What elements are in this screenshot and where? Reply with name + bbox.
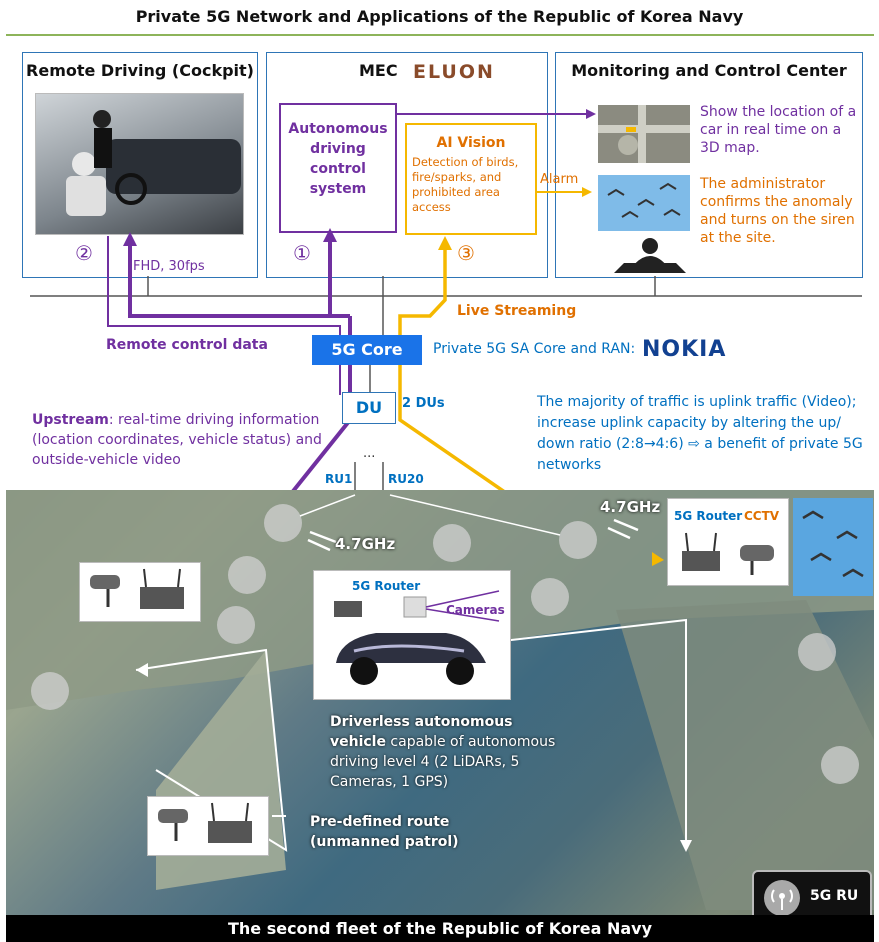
- cctv-birds-illustration: [802, 510, 864, 578]
- top-frame: [6, 34, 874, 492]
- operator-icon: [614, 238, 686, 273]
- upstream-text: : real-time driving information (locatio…: [32, 412, 322, 468]
- router-camera-icon: [90, 568, 184, 609]
- freq-label-1: 4.7GHz: [335, 535, 396, 553]
- 3d-map-illustration: [598, 105, 690, 163]
- ru1-label: RU1: [325, 472, 353, 486]
- ai-vision-title: AI Vision: [436, 135, 506, 151]
- router-camera-icon-bottom: [158, 802, 252, 843]
- ru-legend-icon: [764, 880, 800, 916]
- birds-image: [598, 175, 690, 231]
- uplink-note: The majority of traffic is uplink traffi…: [537, 394, 863, 473]
- 3d-map-image: [598, 105, 690, 163]
- route-label: Pre-defined route (unmanned patrol): [310, 814, 459, 850]
- cctv-label: CCTV: [744, 509, 780, 523]
- route-pointer: [272, 815, 286, 817]
- birds-illustration: [607, 182, 681, 218]
- freq-label-2: 4.7GHz: [600, 498, 661, 516]
- upstream-note: Upstream: real-time driving information …: [32, 410, 332, 470]
- step-1-marker: ①: [293, 241, 311, 265]
- cctv-router-icon: [682, 532, 774, 575]
- mec-box: MEC ELUON Autonomous driving control sys…: [266, 52, 548, 278]
- router-cctv-box: 5G Router CCTV: [667, 498, 789, 586]
- vehicle-desc: Driverless autonomous vehicle capable of…: [330, 712, 570, 792]
- monitoring-title: Monitoring and Control Center: [571, 61, 847, 80]
- vehicle-box: 5G Router Cameras: [313, 570, 511, 700]
- du-ellipsis: ...: [363, 446, 376, 461]
- ru-icon: [31, 504, 859, 784]
- router-box-bottom: [147, 796, 269, 856]
- vehicle-router-label: 5G Router: [352, 579, 421, 593]
- remote-driving-title: Remote Driving (Cockpit): [26, 61, 254, 80]
- mec-title: MEC: [359, 61, 398, 80]
- ai-vision-box: AI Vision Detection of birds, fire/spark…: [405, 123, 537, 235]
- monitoring-item-1: Show the location of a car in real time …: [700, 104, 857, 156]
- ru20-label: RU20: [388, 472, 424, 486]
- remote-control-label: Remote control data: [106, 337, 268, 353]
- page-title: Private 5G Network and Applications of t…: [135, 7, 744, 26]
- legend-label: 5G RU: [810, 888, 859, 904]
- upstream-bold: Upstream: [32, 412, 109, 428]
- eluon-logo: ELUON: [413, 61, 495, 83]
- du-count: 2 DUs: [402, 396, 445, 411]
- 5g-core-box: 5G Core: [312, 335, 422, 365]
- vehicle-bold: Driverless autonomous vehicle: [330, 714, 513, 750]
- autonomous-control-box: Autonomous driving control system: [279, 103, 397, 233]
- core-desc: Private 5G SA Core and RAN:: [433, 341, 636, 357]
- ai-vision-desc: Detection of birds, fire/sparks, and pro…: [412, 155, 519, 214]
- step-2-marker: ②: [75, 241, 93, 265]
- cctv-birds-image: [793, 498, 873, 596]
- step-3-marker: ③: [457, 241, 475, 265]
- footer-title: The second fleet of the Republic of Kore…: [6, 915, 874, 942]
- cctv-router-label: 5G Router: [674, 509, 743, 523]
- monitoring-box: Monitoring and Control Center Show the l…: [555, 52, 863, 278]
- live-streaming-label: Live Streaming: [457, 303, 577, 319]
- cockpit-illustration: [66, 110, 241, 216]
- fhd-spec: FHD, 30fps: [133, 259, 205, 274]
- du-box: DU: [342, 392, 396, 424]
- cockpit-photo: [35, 93, 244, 235]
- nokia-logo: NOKIA: [642, 337, 727, 362]
- router-box-left: [79, 562, 201, 622]
- alarm-label: Alarm: [540, 172, 579, 187]
- autonomous-label: Autonomous driving control system: [288, 121, 388, 197]
- cameras-label: Cameras: [446, 603, 505, 617]
- vehicle-text: capable of autonomous driving level 4 (2…: [330, 734, 556, 790]
- vehicle-illustration: [334, 590, 500, 685]
- remote-driving-box: Remote Driving (Cockpit) ② FHD, 30fps: [22, 52, 258, 278]
- monitoring-item-2: The administrator confirms the anomaly a…: [700, 176, 855, 246]
